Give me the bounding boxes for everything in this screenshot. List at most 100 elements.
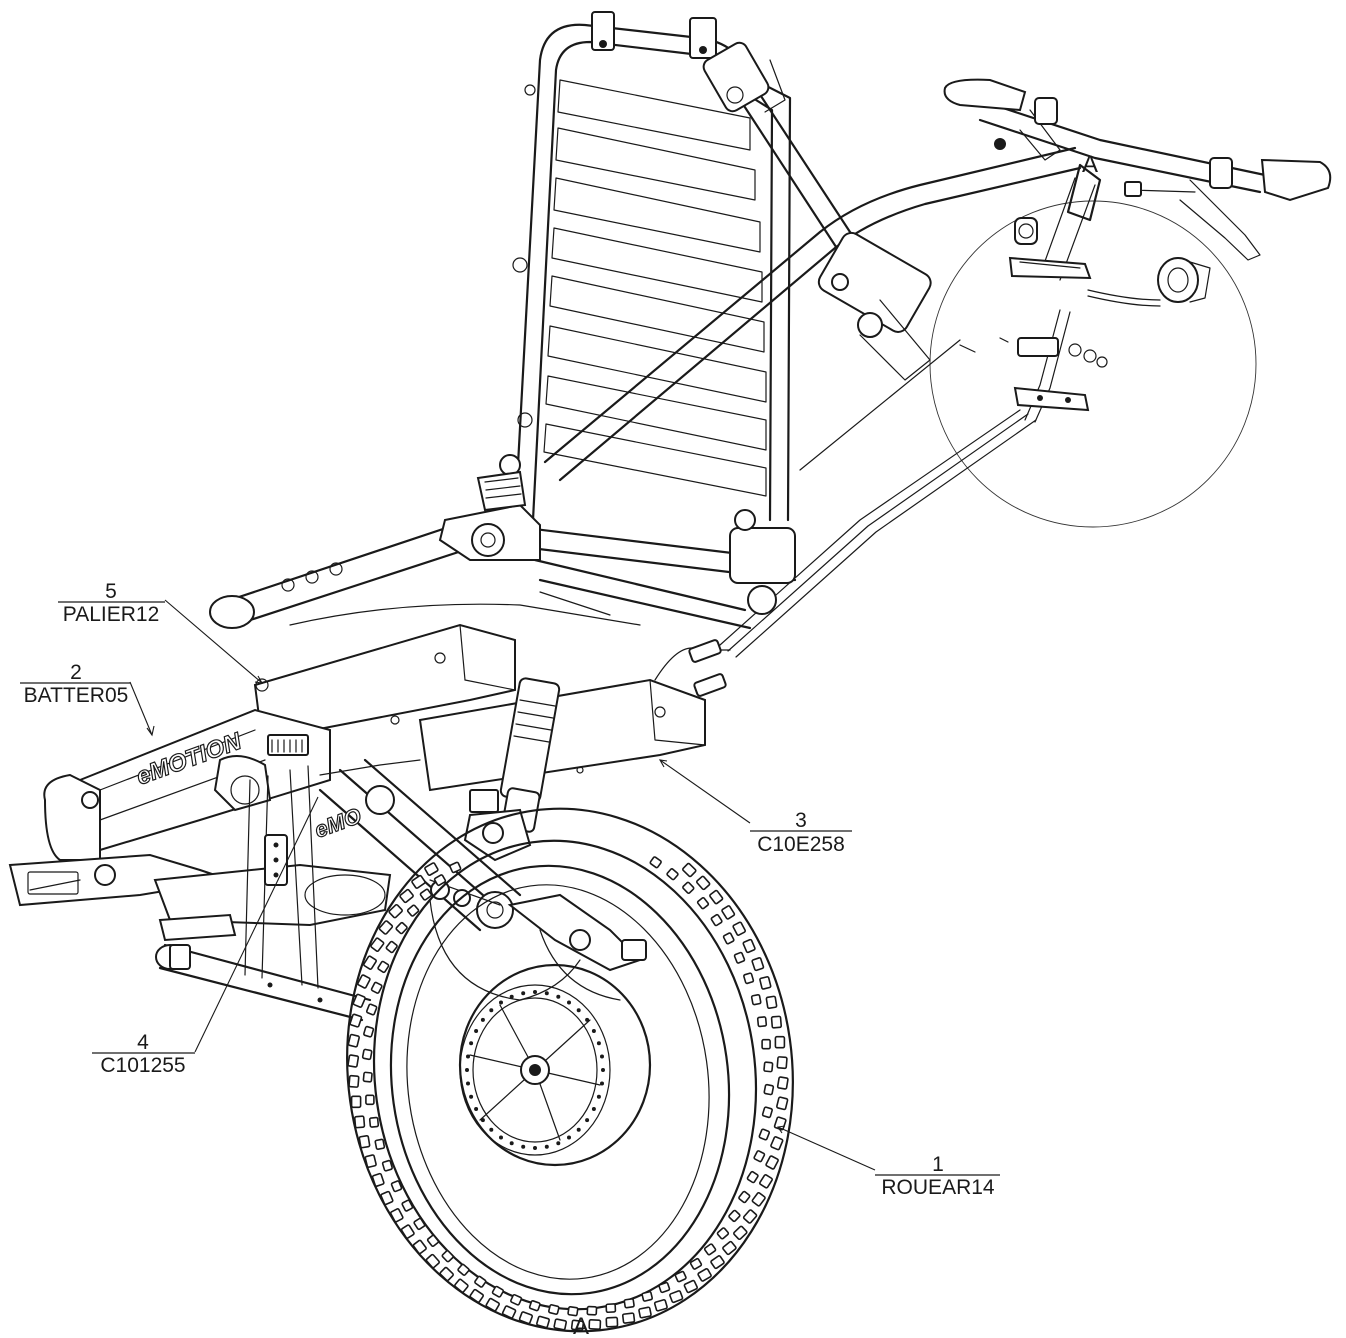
tread-block (756, 1016, 768, 1028)
tread-block (703, 1243, 717, 1256)
tread-block (419, 888, 433, 901)
disc-hole (556, 1141, 561, 1146)
tread-block (696, 896, 710, 910)
tread-block (399, 888, 414, 904)
tread-block (371, 1172, 385, 1187)
tread-block (553, 1318, 568, 1331)
disc-hole (480, 1017, 485, 1022)
front-wheel (346, 807, 794, 1333)
tread-block (348, 1074, 360, 1088)
tread-block (751, 1192, 766, 1207)
tread-block (385, 940, 398, 954)
tread-block (743, 972, 755, 985)
tread-block (370, 937, 385, 953)
tread-block (353, 1115, 366, 1129)
disc-hole (474, 1107, 479, 1111)
tread-block (424, 862, 439, 876)
callout-code: C10E258 (757, 833, 845, 856)
tread-block (501, 1305, 517, 1319)
tread-block (710, 1255, 725, 1270)
controller-box-lower (418, 639, 731, 792)
disc-hole (567, 1000, 571, 1005)
tread-block (641, 1290, 654, 1302)
tread-block (682, 862, 697, 878)
disc-hole (533, 1146, 537, 1150)
disc-hole (544, 1144, 549, 1149)
tread-block (623, 1298, 635, 1309)
callout-3: 3 C10E258 (750, 809, 852, 856)
tread-block (439, 1266, 454, 1282)
tread-block (750, 993, 762, 1006)
disc-hole (596, 1094, 601, 1099)
tread-block (697, 1268, 712, 1282)
tread-block (733, 1225, 748, 1241)
disc-hole (499, 1135, 503, 1140)
tread-block (485, 1297, 500, 1312)
tread-block (759, 975, 772, 990)
tread-block (763, 1083, 775, 1096)
tread-block (653, 1299, 668, 1312)
tread-block (742, 938, 756, 954)
tread-block (352, 993, 366, 1008)
disc-hole (469, 1094, 474, 1099)
section-mark-bottom: A (573, 1313, 589, 1338)
tread-block (518, 1311, 534, 1325)
tread-block (605, 1303, 617, 1314)
disc-hole (576, 1127, 581, 1132)
tread-block (759, 1174, 773, 1189)
detail-circle (929, 200, 1257, 528)
tread-block (347, 1033, 360, 1048)
tread-block (361, 1048, 373, 1061)
tread-block (682, 881, 695, 894)
disc-hole (556, 994, 561, 999)
rear-axle-tube (155, 943, 372, 1022)
tread-block (395, 921, 408, 935)
tread-block (380, 1190, 394, 1206)
tread-block (709, 889, 724, 905)
tread-block (753, 1150, 766, 1163)
tread-block (669, 1290, 684, 1304)
tread-block (588, 1319, 602, 1330)
tread-block (658, 1281, 671, 1294)
tread-block (411, 874, 426, 889)
callout-1: 1 ROUEAR14 (875, 1153, 1000, 1199)
tread-block (761, 1038, 771, 1050)
tread-block (362, 1071, 373, 1083)
callout-number: 1 (932, 1153, 944, 1176)
display-assembly (959, 217, 1211, 423)
main-frame-tube (543, 146, 1082, 482)
disc-hole (509, 994, 514, 999)
callout-code: ROUEAR14 (881, 1176, 995, 1199)
tread-block (425, 1253, 440, 1269)
tread-block (586, 1305, 598, 1316)
disc-hole (591, 1107, 596, 1111)
tread-block (357, 974, 371, 989)
tread-block (765, 1155, 779, 1170)
disc-hole (600, 1054, 604, 1059)
disc-hole (521, 991, 526, 996)
tread-block (683, 1279, 699, 1294)
disc-hole (585, 1118, 590, 1123)
tread-block (696, 875, 711, 891)
callout-number: 4 (137, 1031, 149, 1054)
tread-block (426, 1234, 440, 1248)
disc-hole (591, 1029, 596, 1033)
tread-block (621, 1312, 636, 1324)
tread-block (716, 1227, 730, 1240)
tread-block (770, 1015, 783, 1029)
tread-block (638, 1306, 652, 1319)
leader-lines (129, 599, 876, 1171)
tread-block (412, 1239, 427, 1255)
tread-block (433, 874, 447, 887)
callout-number: 3 (795, 809, 807, 832)
disc-hole (465, 1068, 469, 1072)
tread-block (763, 1061, 774, 1073)
tread-block (400, 1224, 415, 1239)
tread-block (347, 1054, 360, 1068)
tread-block (689, 1257, 703, 1270)
tread-block (776, 1056, 788, 1070)
fork-swingarm (318, 677, 647, 972)
tread-block (454, 1278, 469, 1293)
disc-hole (474, 1029, 479, 1033)
